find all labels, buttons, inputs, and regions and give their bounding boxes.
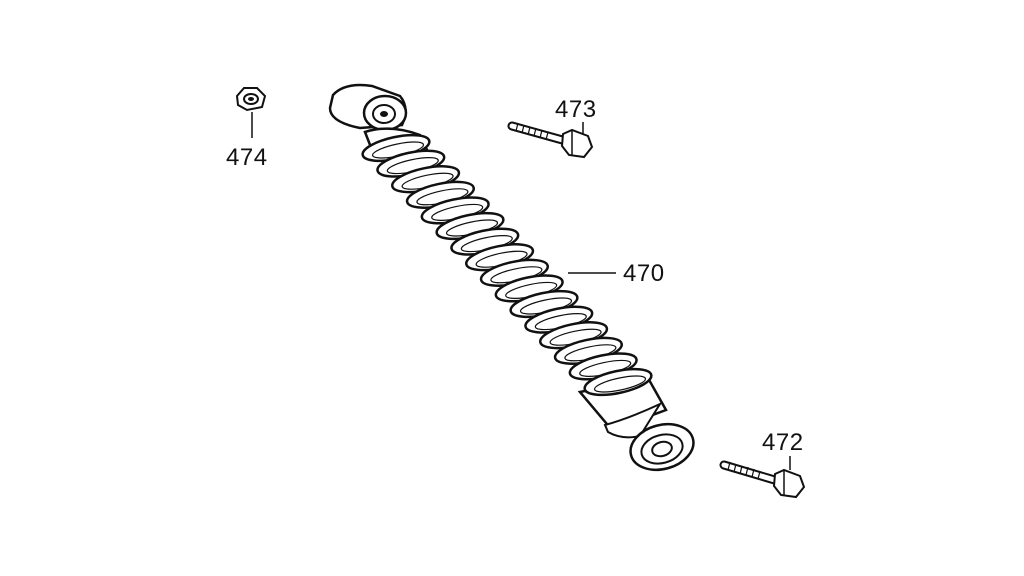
bolt-473 <box>507 121 594 159</box>
part-label-473: 473 <box>555 96 597 123</box>
coil-spring <box>361 133 653 397</box>
shock-absorber-470 <box>328 83 695 472</box>
part-label-470: 470 <box>623 260 665 287</box>
part-label-474: 474 <box>226 144 268 171</box>
bolt-472 <box>719 460 806 499</box>
nut-474 <box>235 87 267 112</box>
spring-coil-inner <box>593 375 647 393</box>
part-label-472: 472 <box>762 429 804 456</box>
